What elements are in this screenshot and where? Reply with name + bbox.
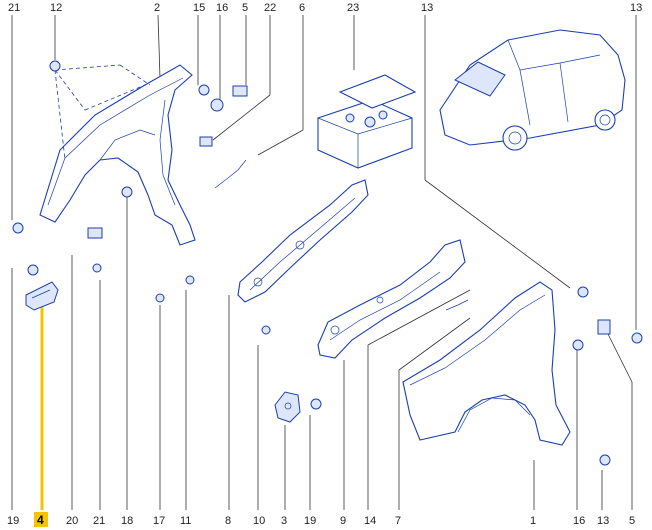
kit-box-part-23 xyxy=(317,74,417,169)
nut-16 xyxy=(210,98,224,112)
clip-15 xyxy=(198,84,210,96)
callout-top-15: 15 xyxy=(193,2,205,14)
callout-top-13a: 13 xyxy=(421,2,433,14)
callout-bottom-18: 18 xyxy=(121,515,133,527)
callout-bottom-3: 3 xyxy=(281,515,287,527)
clip-19 xyxy=(27,264,39,276)
clip-22 xyxy=(199,136,213,147)
clip-11 xyxy=(185,275,195,285)
clip-12 xyxy=(49,60,61,72)
callout-top-23: 23 xyxy=(347,2,359,14)
fasteners xyxy=(12,60,643,466)
callout-bottom-10: 10 xyxy=(253,515,265,527)
clip-20 xyxy=(87,227,103,239)
screw-13-far xyxy=(631,332,643,344)
callout-bottom-14: 14 xyxy=(364,515,376,527)
screw-21-top xyxy=(12,222,24,234)
callout-top-13b: 13 xyxy=(630,2,642,14)
screw-13-right xyxy=(577,286,589,298)
callout-bottom-11: 11 xyxy=(180,515,191,527)
leader-lines xyxy=(11,14,637,510)
harness-6 xyxy=(214,159,247,189)
callout-bottom-5: 5 xyxy=(629,515,635,527)
screw-13-bottom xyxy=(599,454,611,466)
highlight-box xyxy=(34,512,48,527)
callout-bottom-21: 21 xyxy=(93,515,105,527)
mounting-rail-part-8 xyxy=(237,179,369,303)
hinge-part-3 xyxy=(274,391,301,423)
clip-18 xyxy=(121,186,133,198)
callout-bottom-19b: 19 xyxy=(304,515,316,527)
nut-19 xyxy=(310,398,322,410)
fender-liner-part-2 xyxy=(39,64,196,246)
callout-bottom-19: 19 xyxy=(7,515,19,527)
callout-top-21: 21 xyxy=(8,2,20,14)
callout-top-5: 5 xyxy=(242,2,248,14)
callout-bottom-8: 8 xyxy=(225,515,231,527)
callout-bottom-17: 17 xyxy=(153,515,165,527)
callout-bottom-20: 20 xyxy=(66,515,78,527)
clip-10 xyxy=(261,325,271,335)
nut-16-right xyxy=(572,339,584,351)
callout-top-6: 6 xyxy=(299,2,305,14)
screw-17 xyxy=(155,293,165,303)
screw-21 xyxy=(92,263,102,273)
callout-top-2: 2 xyxy=(154,2,160,14)
callout-top-12: 12 xyxy=(50,2,62,14)
callout-top-22: 22 xyxy=(264,2,276,14)
callout-bottom-7: 7 xyxy=(395,515,401,527)
bracket-5-right xyxy=(597,319,611,335)
callout-bottom-4-highlighted: 4 xyxy=(37,513,44,527)
vehicle-overview-illustration xyxy=(439,29,626,151)
side-member-part-9 xyxy=(317,239,466,359)
front-fender-part-1 xyxy=(402,281,571,446)
callout-bottom-16: 16 xyxy=(573,515,585,527)
callout-bottom-13: 13 xyxy=(597,515,609,527)
bracket-5 xyxy=(232,85,248,97)
callout-bottom-1: 1 xyxy=(530,515,536,527)
callout-bottom-9: 9 xyxy=(340,515,346,527)
callout-top-16: 16 xyxy=(216,2,228,14)
bracket-part-4 xyxy=(25,281,59,311)
